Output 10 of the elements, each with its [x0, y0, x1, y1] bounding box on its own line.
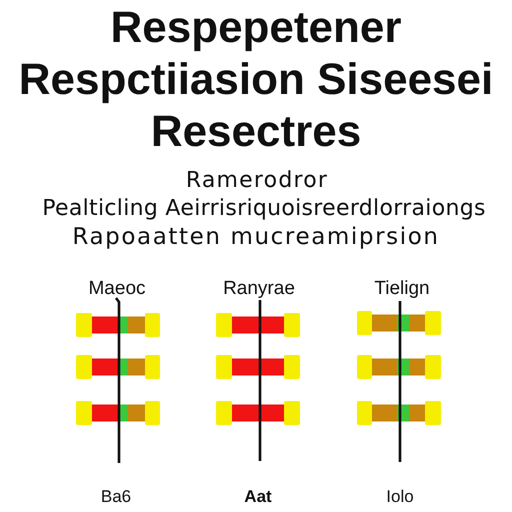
column-heading: Maeoc [87, 277, 147, 300]
column-heading: Ranyrae [222, 277, 296, 300]
column-footer-text: Aat [243, 487, 273, 507]
subtitle-text: Pealticling Aeirrisriquoisreerdlorraiongs [41, 196, 487, 222]
title: Respepetener Respctiiasion Siseesei Resectres [18, 2, 494, 158]
column-footer-text: Ba6 [100, 487, 132, 507]
column-heading: Tielign [373, 277, 431, 300]
subtitle-text: Ramerodror [184, 168, 330, 194]
subtitle-text: Rapoaatten mucreamiprsion [71, 223, 441, 251]
column-footer-text: Iolo [385, 487, 415, 507]
